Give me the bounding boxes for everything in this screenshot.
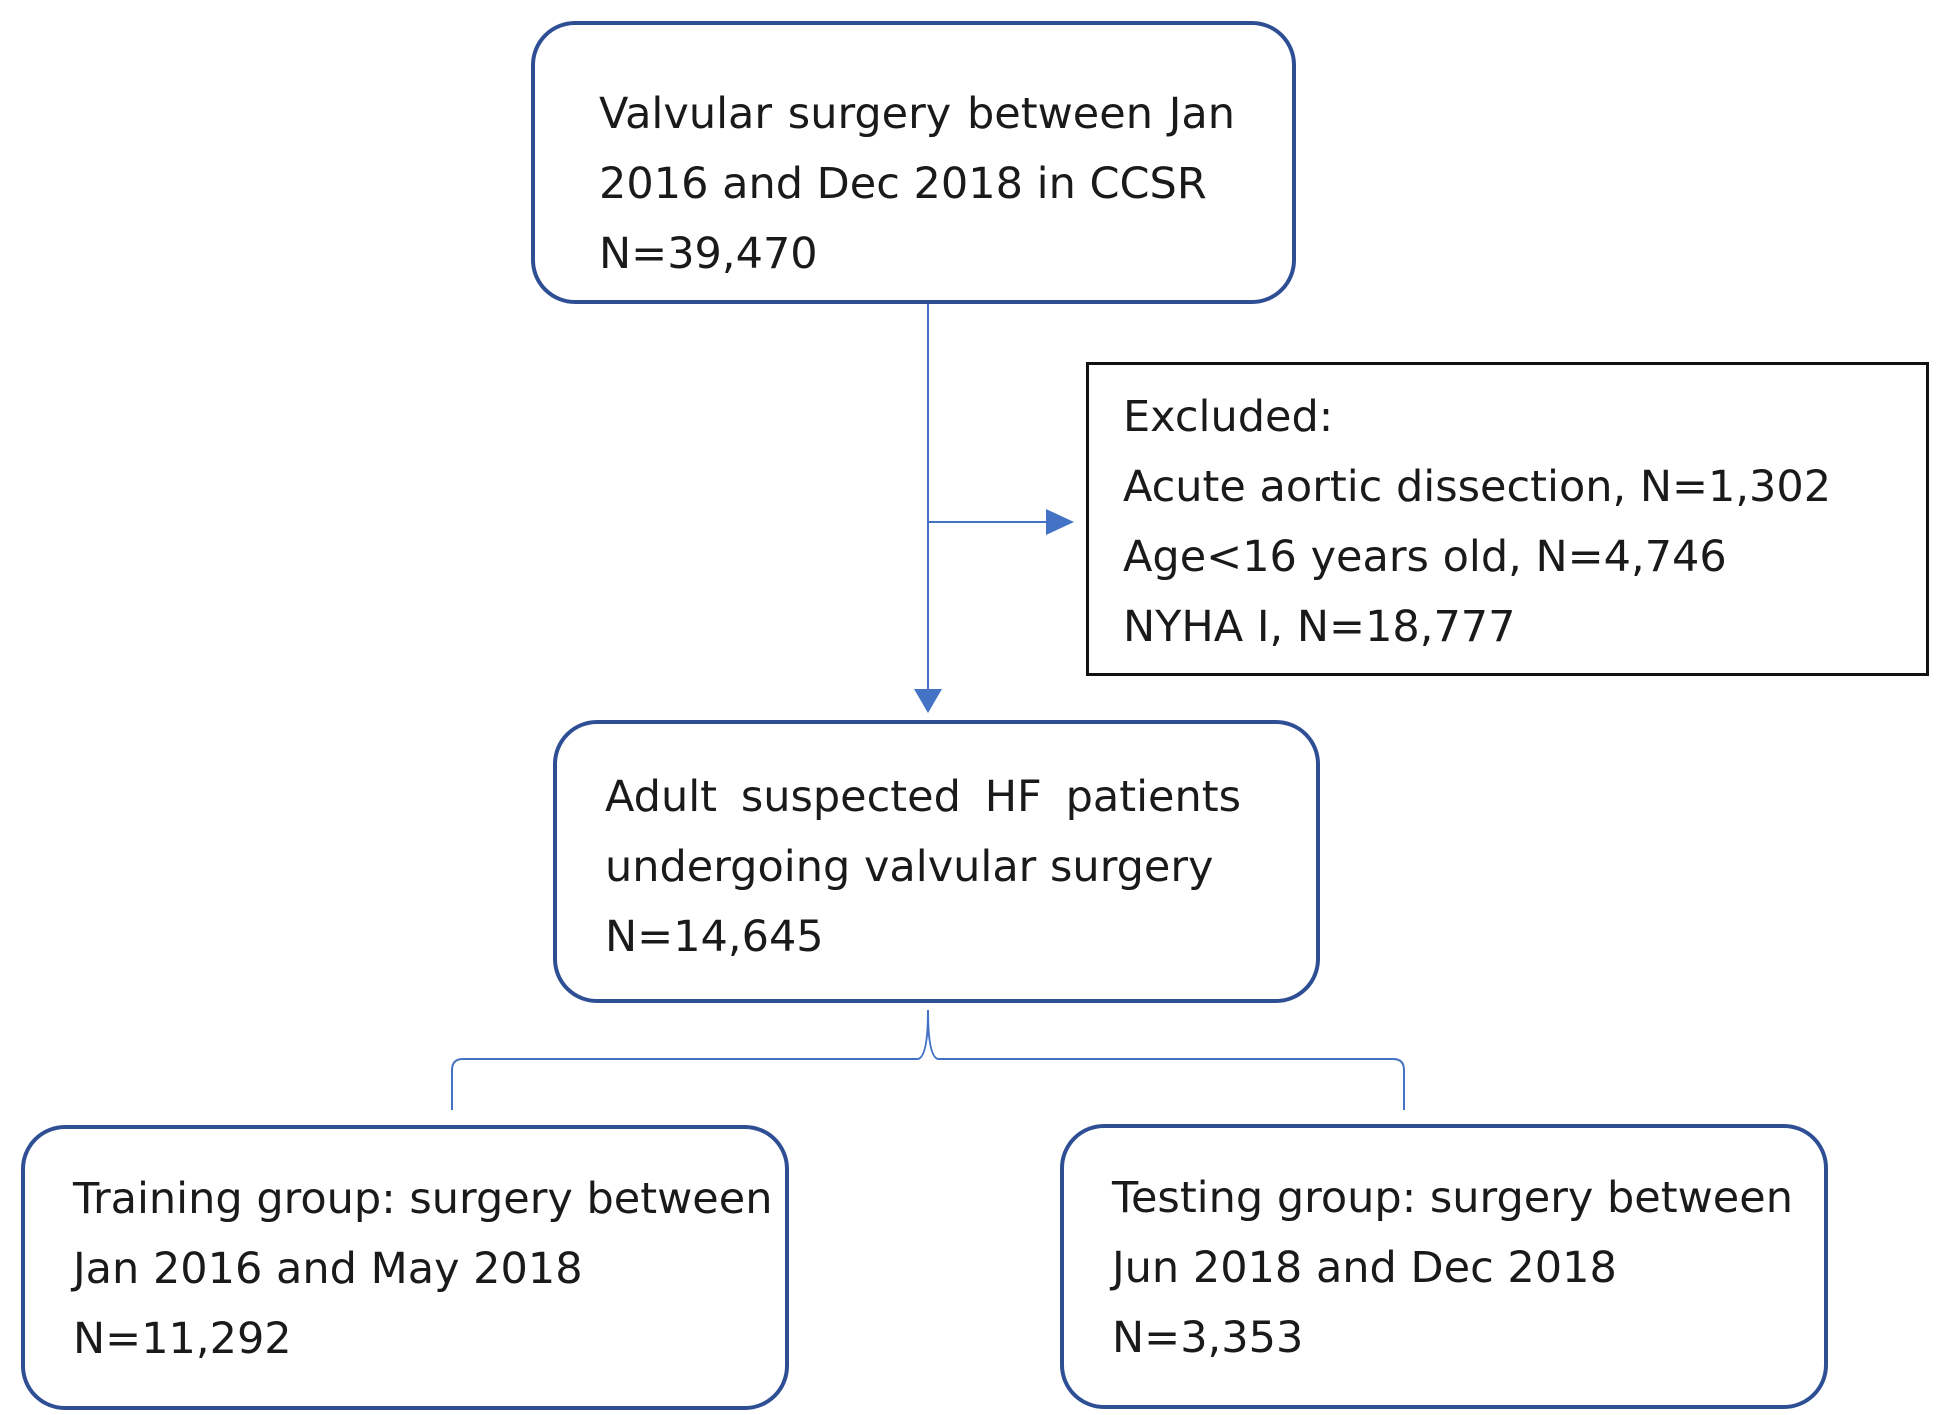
cohort-line-2: undergoing valvular surgery [605, 842, 1214, 892]
testing-line-1: Testing group: surgery between [1112, 1173, 1793, 1223]
excluded-heading: Excluded: [1123, 392, 1334, 442]
testing-box: Testing group: surgery between Jun 2018 … [1060, 1124, 1828, 1409]
testing-count: N=3,353 [1112, 1313, 1304, 1363]
exclusion-arrowhead [1046, 509, 1074, 535]
cohort-line-1: Adult suspected HF patients [605, 772, 1241, 822]
split-brace [451, 1009, 1405, 1110]
source-count: N=39,470 [599, 229, 818, 279]
cohort-box: Adult suspected HF patients undergoing v… [553, 720, 1320, 1003]
training-line-2: Jan 2016 and May 2018 [73, 1244, 583, 1294]
source-box: Valvular surgery between Jan 2016 and De… [531, 21, 1296, 304]
source-line-2: 2016 and Dec 2018 in CCSR [599, 159, 1207, 209]
cohort-count: N=14,645 [605, 912, 824, 962]
excluded-item-nyha: NYHA I, N=18,777 [1123, 602, 1516, 652]
excluded-item-aortic-dissection: Acute aortic dissection, N=1,302 [1123, 462, 1832, 512]
main-flow-arrowhead [914, 689, 942, 713]
excluded-item-age: Age<16 years old, N=4,746 [1123, 532, 1727, 582]
training-box: Training group: surgery between Jan 2016… [21, 1125, 789, 1410]
testing-line-2: Jun 2018 and Dec 2018 [1112, 1243, 1617, 1293]
source-line-1: Valvular surgery between Jan [599, 89, 1235, 139]
training-line-1: Training group: surgery between [73, 1174, 773, 1224]
excluded-box: Excluded: Acute aortic dissection, N=1,3… [1086, 362, 1929, 676]
training-count: N=11,292 [73, 1314, 292, 1364]
